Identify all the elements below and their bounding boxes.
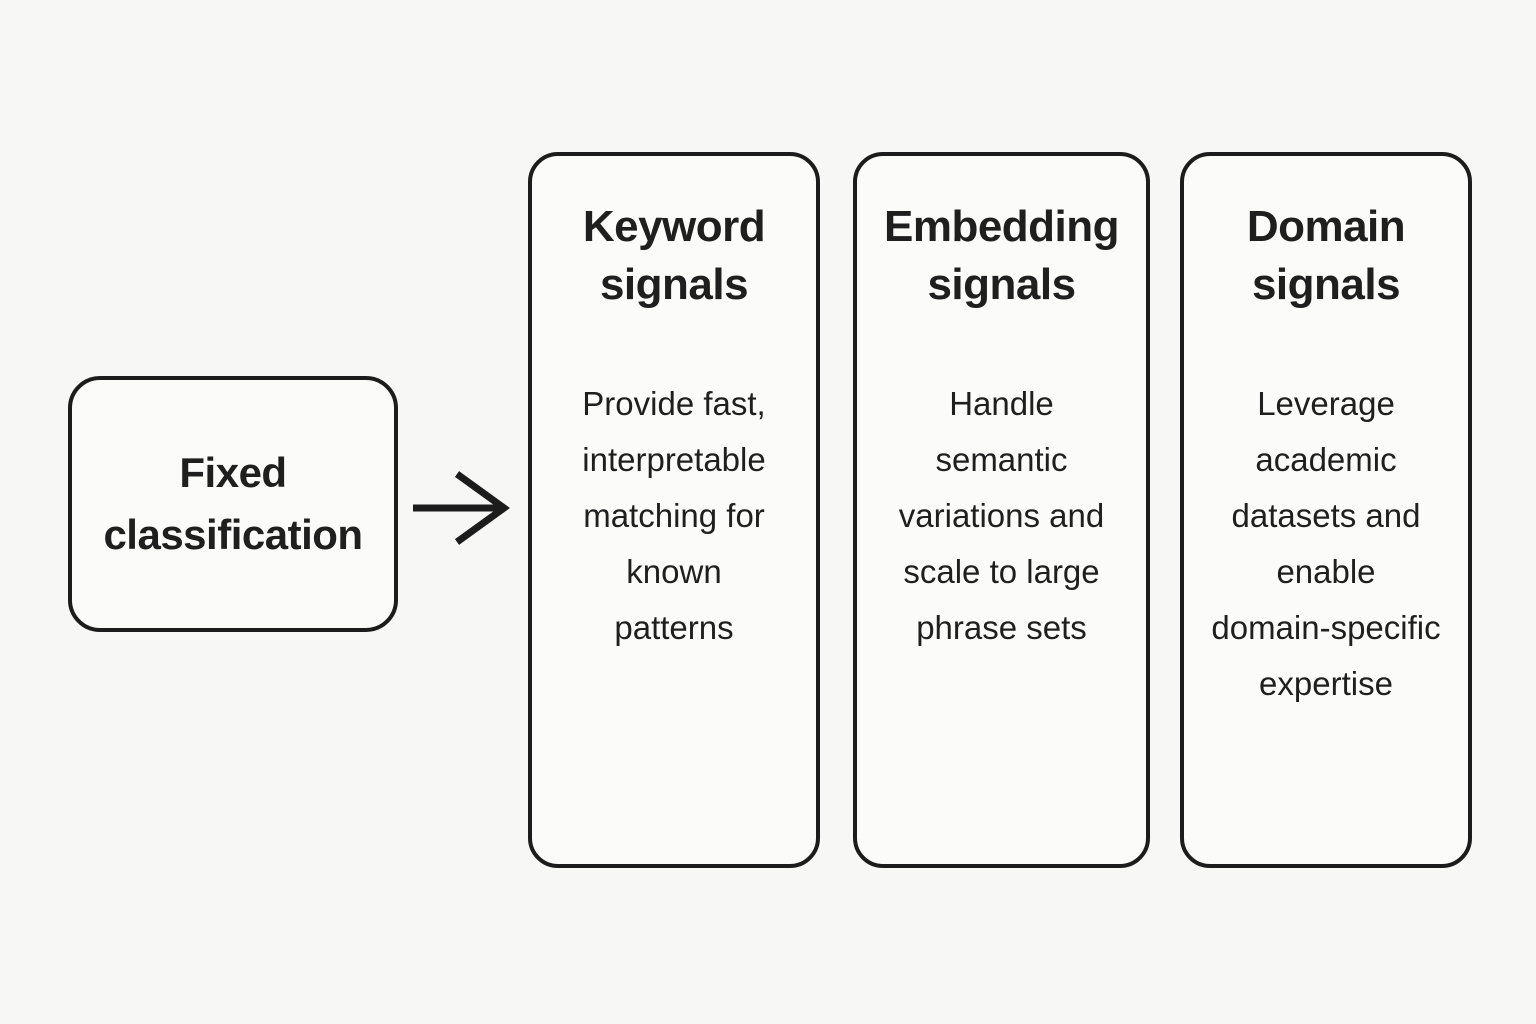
keyword-signals-description: Provide fast, interpretable matching for… — [582, 385, 766, 646]
domain-signals-title: Domain signals — [1246, 202, 1406, 309]
domain-signals-node: Domain signals Leverage academic dataset… — [1180, 152, 1472, 868]
fixed-classification-node: Fixed classification — [68, 376, 398, 632]
fixed-classification-label: Fixed classification — [103, 449, 363, 558]
keyword-signals-node: Keyword signals Provide fast, interpreta… — [528, 152, 820, 868]
embedding-signals-description: Handle semantic variations and scale to … — [898, 385, 1105, 646]
embedding-signals-node: Embedding signals Handle semantic variat… — [853, 152, 1150, 868]
keyword-signals-title: Keyword signals — [582, 202, 766, 309]
arrow-right-icon — [413, 471, 510, 545]
embedding-signals-title: Embedding signals — [883, 202, 1120, 309]
domain-signals-description: Leverage academic datasets and enable do… — [1211, 385, 1441, 702]
